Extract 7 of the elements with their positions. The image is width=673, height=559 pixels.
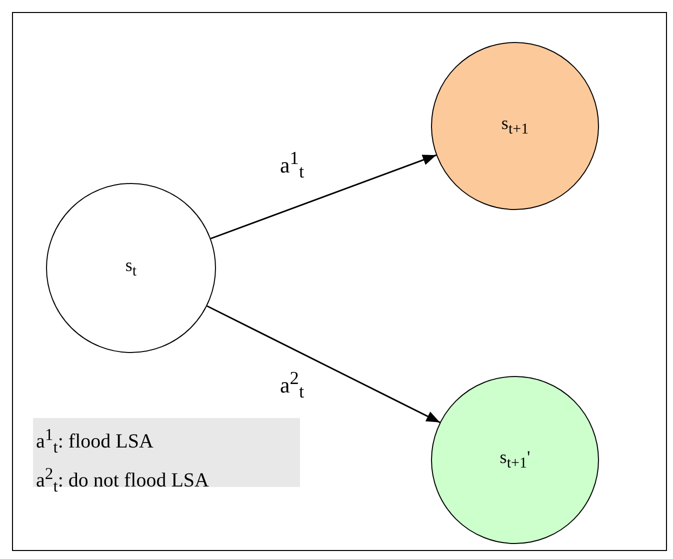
- state-label: s$_{t}$: [125, 255, 137, 281]
- arrow: [206, 305, 440, 424]
- state-label: s$_{t+1}$: [501, 113, 529, 139]
- note-text: a$^{1}$$_{t}$: flood LSA: [36, 424, 154, 459]
- arrow: [210, 154, 436, 240]
- note-text: a$^{2}$$_{t}$: do not flood LSA: [36, 462, 209, 498]
- state-label: s$_{t+1}$': [500, 447, 530, 473]
